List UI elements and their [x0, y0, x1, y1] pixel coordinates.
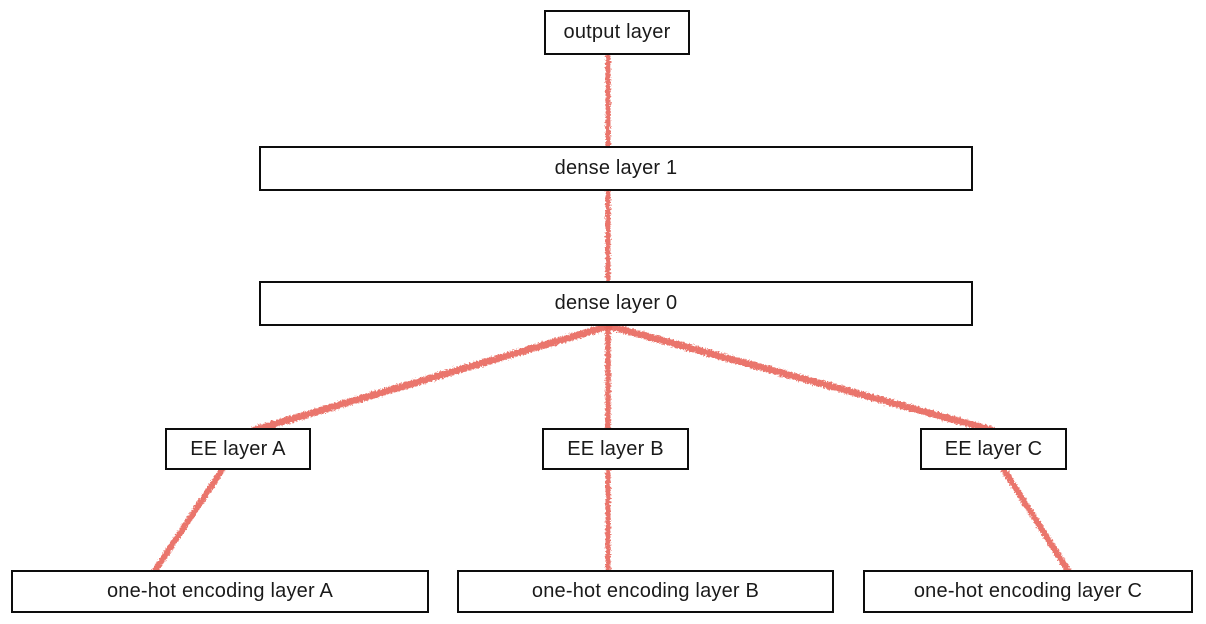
- edge-eeC-onehotC: [1001, 467, 1072, 575]
- node-dense-layer-1-label: dense layer 1: [554, 157, 678, 179]
- node-ee-layer-c-label: EE layer C: [944, 437, 1043, 460]
- node-output-layer: output layer: [544, 10, 690, 55]
- node-one-hot-encoding-layer-c-label: one-hot encoding layer C: [913, 580, 1143, 602]
- node-dense-layer-1: dense layer 1: [259, 146, 973, 191]
- node-ee-layer-a-label: EE layer A: [190, 437, 286, 460]
- node-ee-layer-a: EE layer A: [165, 428, 311, 470]
- node-one-hot-encoding-layer-b-label: one-hot encoding layer B: [531, 580, 760, 602]
- node-one-hot-encoding-layer-a-label: one-hot encoding layer A: [106, 580, 334, 602]
- node-one-hot-encoding-layer-c: one-hot encoding layer C: [863, 570, 1193, 613]
- node-one-hot-encoding-layer-a: one-hot encoding layer A: [11, 570, 429, 613]
- edge-dense0-eeA: [250, 322, 613, 434]
- edge-eeA-onehotA: [151, 467, 225, 575]
- node-dense-layer-0: dense layer 0: [259, 281, 973, 326]
- edge-dense0-eeC: [605, 322, 996, 434]
- node-ee-layer-c: EE layer C: [920, 428, 1067, 470]
- node-ee-layer-b-label: EE layer B: [567, 437, 664, 460]
- node-ee-layer-b: EE layer B: [542, 428, 689, 470]
- node-one-hot-encoding-layer-b: one-hot encoding layer B: [457, 570, 834, 613]
- node-dense-layer-0-label: dense layer 0: [554, 292, 678, 314]
- node-output-layer-label: output layer: [563, 21, 671, 43]
